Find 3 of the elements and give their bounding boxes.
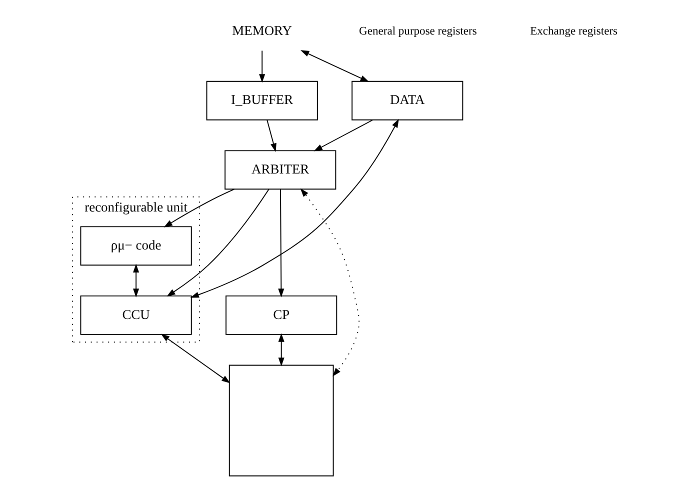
label: Exchange registers <box>530 25 618 38</box>
label: General purpose registers <box>359 25 477 38</box>
node-text: MEMORY <box>232 22 292 38</box>
